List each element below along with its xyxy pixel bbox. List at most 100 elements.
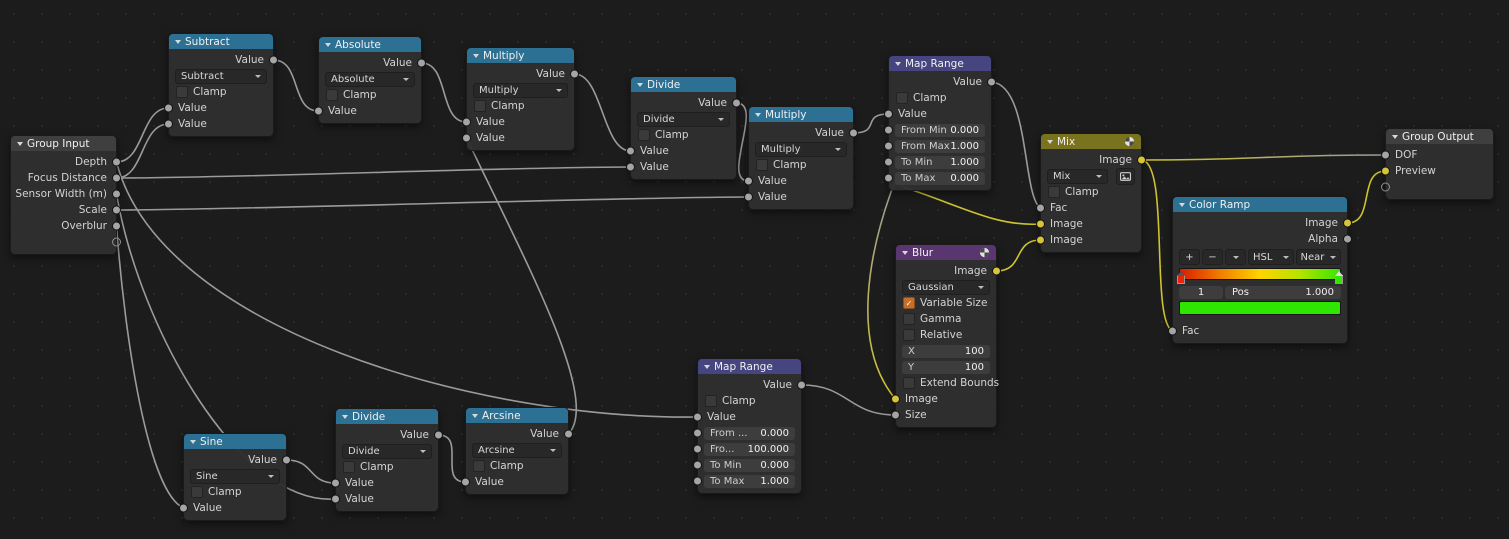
checkbox-clamp[interactable] (705, 395, 717, 407)
socket-group-input-overblur[interactable] (112, 221, 121, 231)
blur-operation-dropdown[interactable]: Gaussian (902, 279, 990, 295)
socket-map-range1-out[interactable] (987, 77, 996, 87)
socket-map-range1-fmax[interactable] (884, 141, 893, 151)
socket-group-output-virtual[interactable] (1381, 182, 1390, 192)
checkbox-clamp[interactable] (1048, 186, 1060, 198)
collapse-icon[interactable] (895, 61, 901, 66)
socket-map-range1-tmax[interactable] (884, 173, 893, 183)
checkbox-clamp[interactable] (473, 460, 485, 472)
node-header[interactable]: Blur (896, 245, 996, 260)
socket-map-range2-tmin[interactable] (693, 460, 702, 470)
remove-stop-button[interactable]: − (1202, 249, 1223, 265)
socket-arcsine-v1[interactable] (461, 477, 470, 487)
ramp-stop-0[interactable] (1177, 271, 1185, 284)
socket-absolute-v1[interactable] (314, 106, 323, 116)
socket-group-input-virtual[interactable] (112, 237, 121, 247)
socket-arcsine-out[interactable] (564, 429, 573, 439)
node-header[interactable]: Divide (631, 77, 736, 92)
colorramp-gradient-bar[interactable] (1179, 268, 1341, 280)
node-header[interactable]: Map Range (698, 359, 801, 374)
node-header[interactable]: Multiply (749, 107, 853, 122)
absolute-operation-dropdown[interactable]: Absolute (325, 71, 415, 87)
checkbox-gamma[interactable] (903, 313, 915, 325)
checkbox-clamp[interactable] (176, 86, 188, 98)
collapse-icon[interactable] (17, 141, 23, 146)
collapse-icon[interactable] (637, 82, 643, 87)
socket-absolute-out[interactable] (417, 58, 426, 68)
socket-divide1-v1[interactable] (626, 146, 635, 156)
node-header[interactable]: Subtract (169, 34, 273, 49)
stop-index-field[interactable]: 1 (1179, 285, 1223, 299)
socket-map-range1-tmin[interactable] (884, 157, 893, 167)
socket-multiply2-v1[interactable] (744, 176, 753, 186)
node-header[interactable]: Color Ramp (1173, 197, 1347, 212)
collapse-icon[interactable] (1179, 202, 1185, 207)
socket-group-output-dof[interactable] (1381, 150, 1390, 160)
value-field-from-[interactable]: From ...0.000 (704, 426, 795, 440)
checkbox-clamp[interactable] (896, 92, 908, 104)
collapse-icon[interactable] (1047, 139, 1053, 144)
socket-divide1-out[interactable] (732, 98, 741, 108)
ramp-stop-1[interactable] (1335, 271, 1343, 284)
socket-color-ramp-alpha[interactable] (1343, 234, 1352, 244)
socket-multiply1-v2[interactable] (462, 133, 471, 143)
value-field-fro-[interactable]: Fro...100.000 (704, 442, 795, 456)
socket-multiply2-v2[interactable] (744, 192, 753, 202)
hsl-dropdown[interactable]: HSL (1248, 249, 1294, 265)
multiply2-operation-dropdown[interactable]: Multiply (755, 141, 847, 157)
socket-group-output-preview[interactable] (1381, 166, 1390, 176)
node-header[interactable]: Absolute (319, 37, 421, 52)
collapse-icon[interactable] (755, 112, 761, 117)
collapse-icon[interactable] (1392, 134, 1398, 139)
sphere-icon[interactable] (979, 247, 990, 258)
sine-operation-dropdown[interactable]: Sine (190, 468, 280, 484)
socket-divide2-out[interactable] (434, 430, 443, 440)
mix-operation-dropdown[interactable]: Mix (1047, 168, 1108, 184)
socket-map-range2-fmax[interactable] (693, 444, 702, 454)
collapse-icon[interactable] (175, 39, 181, 44)
socket-blur-img[interactable] (891, 394, 900, 404)
socket-blur-out[interactable] (992, 266, 1001, 276)
socket-subtract-out[interactable] (269, 55, 278, 65)
socket-mix-img2[interactable] (1036, 235, 1045, 245)
socket-color-ramp-fac[interactable] (1168, 326, 1177, 336)
socket-group-input-sensor[interactable] (112, 189, 121, 199)
collapse-icon[interactable] (472, 413, 478, 418)
node-header[interactable]: Multiply (467, 48, 574, 63)
socket-multiply1-v1[interactable] (462, 117, 471, 127)
socket-group-input-scale[interactable] (112, 205, 121, 215)
node-header[interactable]: Group Input (11, 136, 116, 151)
socket-divide2-v1[interactable] (331, 478, 340, 488)
arcsine-operation-dropdown[interactable]: Arcsine (472, 442, 562, 458)
checkbox-relative[interactable] (903, 329, 915, 341)
collapse-icon[interactable] (902, 250, 908, 255)
collapse-icon[interactable] (704, 364, 710, 369)
collapse-icon[interactable] (325, 42, 331, 47)
checkbox-clamp[interactable] (756, 159, 768, 171)
near-dropdown[interactable]: Near (1295, 249, 1341, 265)
socket-subtract-v2[interactable] (164, 119, 173, 129)
checkbox-clamp[interactable] (343, 461, 355, 473)
socket-map-range2-fmin[interactable] (693, 428, 702, 438)
collapse-icon[interactable] (342, 414, 348, 419)
socket-map-range1-val[interactable] (884, 109, 893, 119)
socket-group-input-depth[interactable] (112, 157, 121, 167)
socket-blur-size[interactable] (891, 410, 900, 420)
socket-divide1-v2[interactable] (626, 162, 635, 172)
divide2-operation-dropdown[interactable]: Divide (342, 443, 432, 459)
